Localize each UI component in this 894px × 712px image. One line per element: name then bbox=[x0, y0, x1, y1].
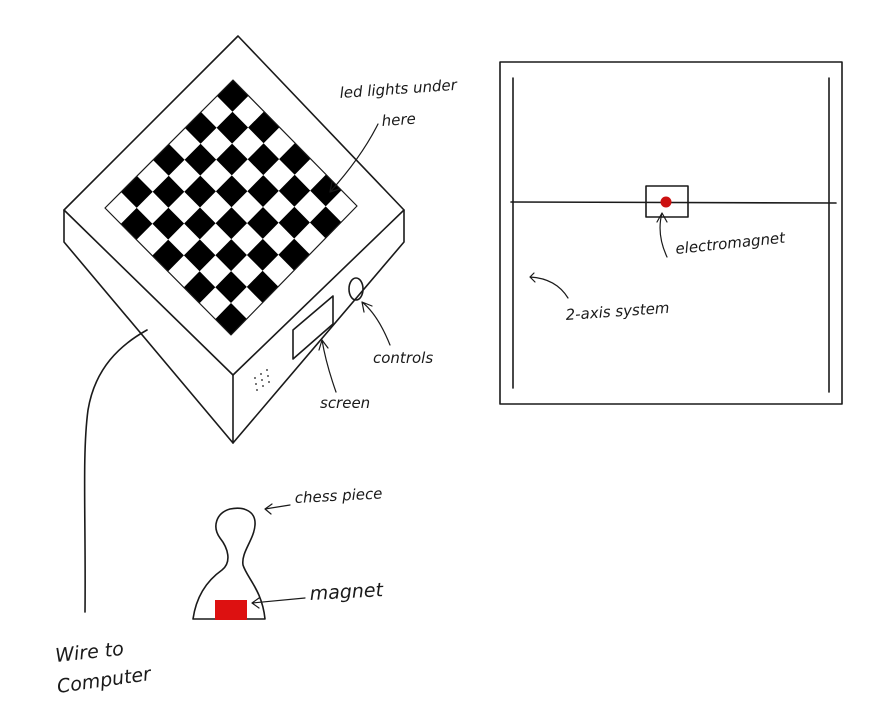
board-square-dark bbox=[247, 143, 280, 176]
magnet bbox=[215, 600, 247, 620]
z-axis-label: 2-axis system bbox=[565, 299, 670, 324]
board-square-dark bbox=[152, 207, 185, 240]
board-square-dark bbox=[183, 271, 216, 304]
board-square-dark bbox=[215, 207, 248, 240]
horizontal-rail bbox=[510, 201, 837, 204]
led-label-line-2: here bbox=[381, 110, 416, 130]
screen-label: screen bbox=[320, 394, 370, 412]
board-square-dark bbox=[309, 206, 342, 239]
led-arrow bbox=[329, 123, 379, 193]
computer-wire bbox=[83, 329, 148, 613]
board-square-dark bbox=[217, 80, 249, 112]
board-square-dark bbox=[310, 174, 342, 207]
board-square-dark bbox=[278, 238, 310, 271]
speaker-grille bbox=[254, 369, 270, 391]
z-axis-arrow bbox=[529, 272, 569, 299]
led-label-line-1: led lights under bbox=[339, 76, 458, 102]
panel-frame bbox=[499, 61, 843, 405]
chess-piece-drawing bbox=[192, 507, 266, 620]
electromagnet-label: electromagnet bbox=[675, 228, 787, 258]
wire-label-line-2: Computer bbox=[56, 663, 154, 698]
board-square-dark bbox=[153, 144, 185, 176]
box-right-face bbox=[232, 209, 405, 444]
chess-piece-label: chess piece bbox=[294, 484, 383, 507]
board-square-dark bbox=[278, 206, 310, 239]
carriage bbox=[645, 185, 689, 218]
box-left-face bbox=[63, 209, 234, 444]
board-square-dark bbox=[216, 143, 248, 176]
board-square-dark bbox=[120, 207, 153, 240]
board-square-dark bbox=[152, 239, 184, 272]
wire-label-line-1: Wire to bbox=[54, 638, 125, 667]
electromagnet-dot bbox=[660, 196, 672, 208]
board-square-dark bbox=[216, 111, 249, 144]
board-square-dark bbox=[247, 175, 279, 207]
controls-arrow bbox=[361, 301, 391, 346]
board-square-dark bbox=[247, 207, 279, 239]
electromagnet-arrow bbox=[656, 212, 668, 258]
screen-arrow bbox=[318, 339, 337, 393]
board-square-dark bbox=[184, 175, 216, 208]
board-square-dark bbox=[121, 176, 153, 208]
chessboard-outline bbox=[104, 79, 358, 336]
board-square-dark bbox=[278, 174, 311, 207]
board-square-dark bbox=[279, 143, 311, 175]
board-square-dark bbox=[184, 143, 217, 176]
magnet-label: magnet bbox=[309, 579, 385, 605]
board-square-dark bbox=[215, 239, 247, 272]
display-screen bbox=[292, 295, 334, 360]
board-square-dark bbox=[183, 239, 216, 272]
board-square-dark bbox=[184, 207, 216, 240]
board-square-dark bbox=[152, 175, 185, 208]
chess-piece-arrow bbox=[264, 503, 291, 515]
board-square-dark bbox=[185, 112, 217, 144]
axis-system-panel: electromagnet 2-axis system bbox=[499, 61, 843, 405]
controls-label: controls bbox=[373, 349, 433, 367]
board-square-dark bbox=[246, 238, 279, 271]
chessboard-grid bbox=[120, 80, 342, 335]
board-square-dark bbox=[215, 271, 247, 303]
board-square-dark bbox=[215, 303, 247, 335]
board-square-dark bbox=[246, 270, 279, 303]
chess-piece-outline bbox=[192, 507, 266, 620]
control-knob bbox=[348, 277, 364, 301]
board-square-dark bbox=[248, 111, 280, 144]
magnet-arrow bbox=[251, 597, 306, 609]
board-square-dark bbox=[215, 175, 248, 208]
chess-box-drawing bbox=[63, 35, 405, 613]
